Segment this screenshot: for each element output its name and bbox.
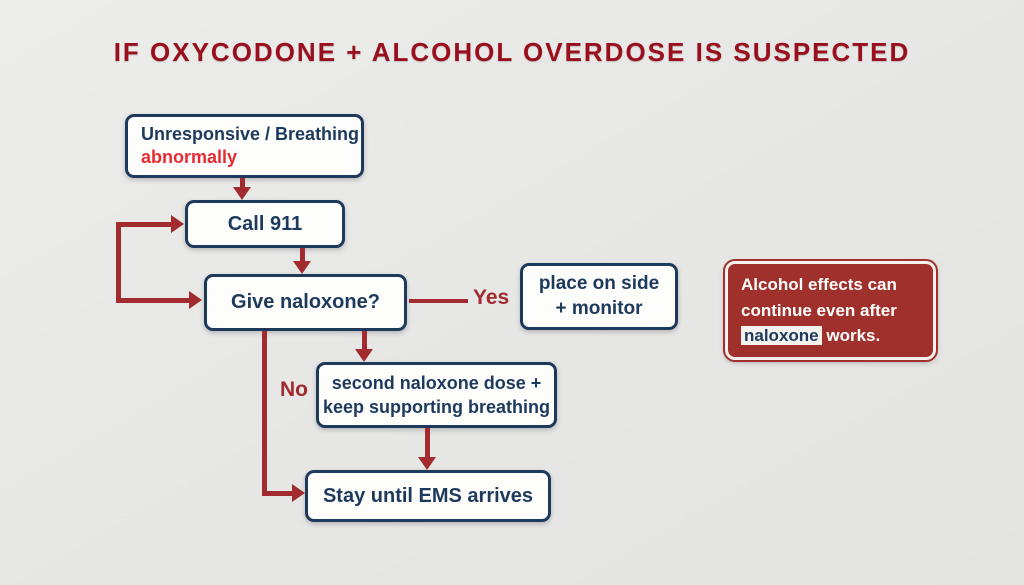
arrowhead-down-icon [355,349,373,362]
no-branch-vertical-line [262,331,267,493]
node-stay-until-ems: Stay until EMS arrives [305,470,551,522]
no-branch-horizontal-line [262,491,293,496]
arrowhead-down-icon [293,261,311,274]
arrow-call911-to-naloxone [300,248,305,262]
arrow-second-dose-to-stay [425,428,430,458]
yes-branch-line [409,299,468,303]
arrowhead-right-icon [171,215,184,233]
node-place-on-side: place on side + monitor [520,263,678,330]
callout-line3-rest: works. [821,326,881,345]
node-second-dose-line1: second naloxone dose + [331,372,542,393]
callout-line3: naloxone works. [741,323,933,349]
node-call-911: Call 911 [185,200,345,248]
node-place-on-side-line2: + monitor [555,297,643,319]
node-stay-until-ems-label: Stay until EMS arrives [322,484,534,507]
arrowhead-right-icon [292,484,305,502]
arrow-naloxone-to-second-dose [362,331,367,350]
loopback-vertical-line [116,222,121,303]
page-title: IF OXYCODONE + ALCOHOL OVERDOSE IS SUSPE… [113,37,911,67]
callout-line1: Alcohol effects can [741,275,897,294]
loopback-top-line [116,222,172,227]
node-second-dose-line2: keep supporting breathing [322,397,550,417]
node-second-dose: second naloxone dose + keep supporting b… [316,362,557,428]
callout-highlight-naloxone: naloxone [741,326,822,345]
node-place-on-side-line1: place on side [538,272,660,294]
arrow-start-to-call911 [240,178,245,189]
node-unresponsive-line1: Unresponsive / Breathing [141,123,360,144]
loopback-bottom-line [116,298,190,303]
node-unresponsive-line2: abnormally [141,147,238,167]
arrowhead-down-icon [233,187,251,200]
callout-line2: continue even after [741,300,897,320]
node-unresponsive: Unresponsive / Breathing abnormally [125,114,364,178]
node-give-naloxone-label: Give naloxone? [231,291,380,313]
node-call-911-label: Call 911 [227,212,303,235]
arrowhead-down-icon [418,457,436,470]
callout-alcohol-warning: Alcohol effects can continue even after … [725,261,936,360]
arrowhead-right-icon [189,291,202,309]
label-yes: Yes [473,286,510,309]
label-no: No [280,378,308,401]
node-give-naloxone: Give naloxone? [204,274,407,331]
